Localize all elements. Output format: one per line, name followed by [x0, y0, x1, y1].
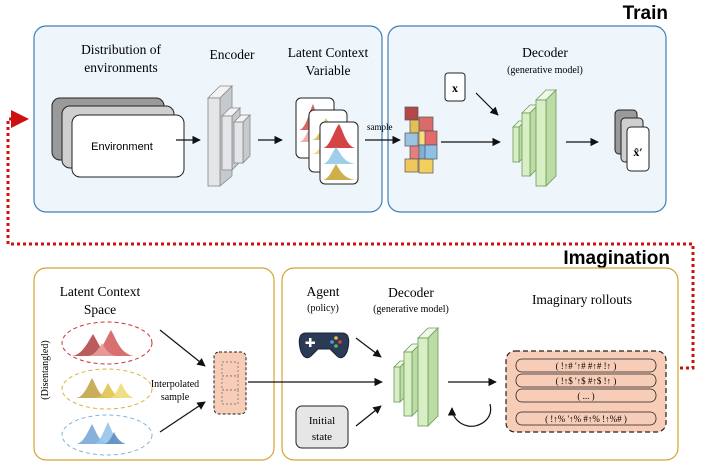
rollout-line: ( ... ): [577, 391, 594, 401]
rollout-line: ( !↑% '↑% #↑% !↑%# ): [545, 414, 627, 424]
arrow-blue-to-interp: [159, 401, 206, 433]
agent-subtitle: (policy): [307, 303, 339, 314]
encoder-block: [207, 85, 251, 187]
interpolated-label-line2: sample: [161, 392, 190, 403]
encoder-title: Encoder: [210, 47, 255, 62]
initial-state-line2: state: [312, 431, 332, 443]
section-title-train: Train: [623, 3, 668, 24]
latent-dist-blue: [61, 414, 153, 456]
distribution-title-line1: Distribution of: [81, 42, 161, 57]
initial-state-line1: Initial: [309, 415, 335, 427]
interpolated-label-line1: Interpolated: [151, 379, 199, 390]
rollouts-title: Imaginary rollouts: [532, 292, 632, 307]
rollout-line: ( !↑$ '↑$ #↑$ !↑ ): [556, 376, 617, 386]
sample-label: sample: [367, 122, 393, 132]
section-title-imagination: Imagination: [563, 248, 670, 269]
latent-space-title-line1: Latent Context: [60, 284, 141, 299]
environment-card-label: Environment: [91, 141, 153, 153]
imag-decoder-subtitle: (generative model): [373, 304, 449, 315]
imagination-latent-panel: [33, 267, 275, 461]
rollouts-lines: [515, 358, 657, 426]
arrow-rollout-loop: [447, 403, 492, 427]
latent-title-line1: Latent Context: [288, 45, 369, 60]
latent-distribution-cards: [295, 97, 359, 185]
latent-space-title-line2: Space: [84, 302, 116, 317]
disentangled-label: (Disentangled): [40, 340, 51, 399]
train-decoder-subtitle: (generative model): [507, 65, 583, 76]
arrow-red-to-interp: [159, 329, 206, 367]
train-decoder-title: Decoder: [522, 45, 568, 60]
latent-dist-red: [61, 321, 153, 365]
initial-state-box: [295, 405, 349, 449]
latent-cube-stack: [404, 106, 438, 174]
input-x-label: x: [452, 81, 458, 95]
imag-decoder-block: [393, 327, 439, 427]
input-x-box: [444, 72, 466, 102]
arrow-agent-to-decoder: [355, 337, 382, 358]
agent-title: Agent: [307, 284, 340, 299]
environment-stack: [51, 97, 185, 178]
rollout-line: ( !↑# '↑# #↑# !↑ ): [556, 361, 617, 371]
latent-title-line2: Variable: [306, 63, 351, 78]
interpolated-sample-block: [213, 351, 247, 415]
gamepad-icon: [298, 332, 350, 359]
distribution-title-line2: environments: [84, 60, 158, 75]
train-decoder-block: [512, 89, 557, 187]
arrow-initial-to-decoder: [355, 405, 382, 427]
output-x-stack: [614, 109, 650, 172]
arrow-x-to-decoder: [475, 92, 499, 116]
latent-dist-yellow: [61, 368, 153, 410]
imag-decoder-title: Decoder: [388, 285, 434, 300]
output-x-label: x̂′: [633, 145, 642, 159]
feedback-loop-dotted: [6, 110, 695, 370]
